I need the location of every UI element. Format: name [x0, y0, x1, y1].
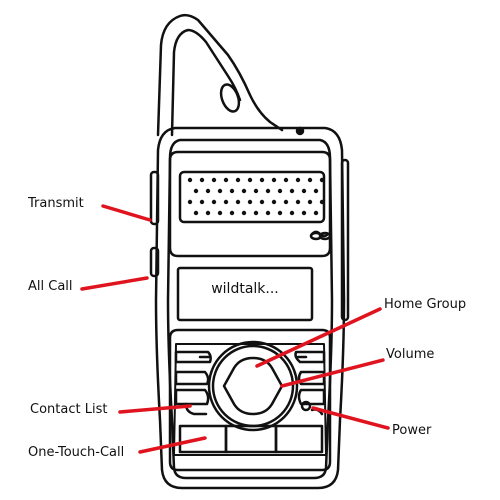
grille-dot	[295, 177, 301, 183]
bottom-key-right[interactable]	[274, 424, 324, 454]
grille-dot	[247, 177, 253, 183]
grille-dot	[217, 210, 223, 216]
dpad-ring[interactable]	[207, 340, 299, 432]
grille-dot	[301, 188, 307, 194]
grille-dot	[283, 177, 289, 183]
grille-dot	[319, 199, 325, 205]
grille-dot	[295, 199, 301, 205]
grille-dot	[193, 210, 199, 216]
grille-dot	[211, 177, 217, 183]
grille-dot	[205, 210, 211, 216]
grille-dot	[289, 188, 295, 194]
speaker-dots	[187, 177, 325, 216]
radio-body	[154, 126, 346, 490]
grille-dot	[271, 199, 277, 205]
grille-dot	[235, 199, 241, 205]
callout-line-all-call	[80, 276, 149, 291]
grille-dot	[265, 210, 271, 216]
grille-dot	[271, 177, 277, 183]
label-contact-list: Contact List	[30, 402, 108, 417]
callout-line-volume	[280, 358, 385, 388]
grille-dot	[247, 199, 253, 205]
grille-dot	[199, 199, 205, 205]
left-upper-key[interactable]	[174, 370, 210, 386]
callout-line-power	[311, 406, 390, 430]
grille-dot	[289, 210, 295, 216]
grille-dot	[277, 188, 283, 194]
antenna-knob	[219, 83, 241, 113]
side-rail-right	[340, 158, 350, 322]
grille-dot	[205, 188, 211, 194]
grille-dot	[187, 177, 193, 183]
grille-dot	[229, 210, 235, 216]
display-screen	[176, 266, 314, 322]
grille-dot	[253, 210, 259, 216]
grille-dot	[253, 188, 259, 194]
grille-dot	[265, 188, 271, 194]
grille-dot	[241, 210, 247, 216]
grille-dot	[241, 188, 247, 194]
grille-dot	[235, 177, 241, 183]
grille-dot	[193, 188, 199, 194]
grille-dot	[259, 199, 265, 205]
top-led	[295, 126, 305, 136]
antenna-inner	[170, 28, 242, 137]
grille-dot	[217, 188, 223, 194]
callout-line-transmit	[101, 204, 152, 222]
grille-dot	[277, 210, 283, 216]
label-all-call: All Call	[28, 279, 73, 294]
grille-dot	[187, 199, 193, 205]
radio-body-bezel	[166, 138, 334, 480]
grille-dot	[199, 177, 205, 183]
grille-dot	[307, 199, 313, 205]
speaker-grille	[178, 170, 326, 224]
antenna-outline	[156, 13, 284, 137]
screen-text: wildtalk...	[211, 281, 279, 297]
label-transmit: Transmit	[28, 196, 84, 211]
grille-dot	[307, 177, 313, 183]
grille-dot	[223, 177, 229, 183]
left-top-key[interactable]	[174, 350, 212, 364]
label-volume: Volume	[386, 347, 435, 362]
label-one-touch-call: One-Touch-Call	[28, 445, 125, 460]
grille-dot	[313, 188, 319, 194]
grille-dot	[229, 188, 235, 194]
grille-dot	[319, 177, 325, 183]
callout-line-one-touch-call	[138, 436, 207, 454]
grille-dot	[211, 199, 217, 205]
side-button-top	[149, 170, 160, 226]
left-lower-key[interactable]	[174, 388, 210, 406]
right-top-key[interactable]	[294, 350, 326, 364]
upper-panel	[168, 150, 332, 258]
grille-dot	[313, 210, 319, 216]
dpad-center-button[interactable]	[222, 356, 284, 416]
label-power: Power	[392, 423, 432, 438]
grille-dot	[259, 177, 265, 183]
callout-line-home-group	[255, 307, 382, 368]
grille-dot	[223, 199, 229, 205]
side-button-bottom	[149, 246, 160, 278]
right-lower-key[interactable]	[297, 388, 326, 406]
grille-dot	[301, 210, 307, 216]
keypad-panel-inner	[173, 343, 327, 456]
label-home-group: Home Group	[384, 297, 467, 312]
callout-line-contact-list	[118, 404, 192, 414]
grille-dot	[283, 199, 289, 205]
